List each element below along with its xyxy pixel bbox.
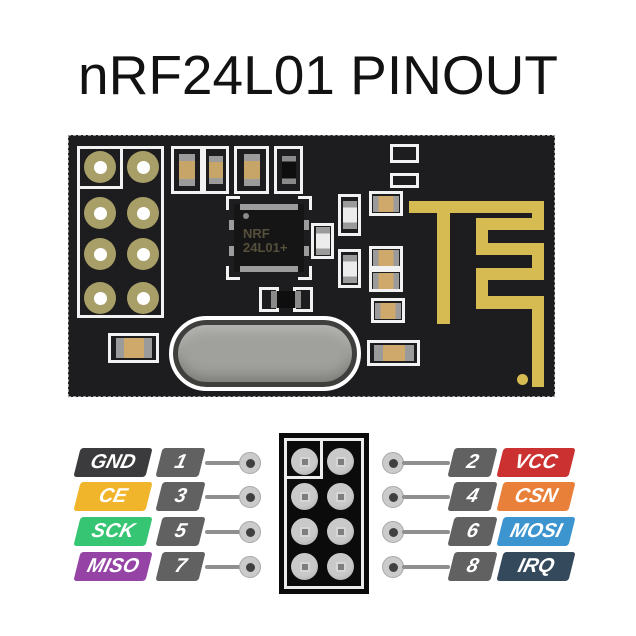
- solder-node: [239, 486, 261, 508]
- wire: [402, 495, 450, 499]
- pin-header: [279, 433, 369, 594]
- solder-node: [239, 556, 261, 578]
- silkscreen-bracket: [226, 266, 240, 280]
- pin-label-vcc: VCC: [496, 448, 576, 477]
- chip-pads: [229, 220, 234, 230]
- wire: [205, 461, 241, 465]
- pin-label-mosi: MOSI: [496, 517, 576, 546]
- chip-label-line2: 24L01+: [243, 240, 288, 255]
- solder-node: [382, 521, 404, 543]
- chip-pads: [229, 246, 234, 256]
- pinout-row-3: CE 3: [0, 482, 636, 512]
- through-hole-pad: [127, 197, 159, 229]
- wire: [205, 565, 241, 569]
- header-pin-4: [327, 483, 354, 510]
- header-pin-1: [291, 448, 318, 475]
- antenna-trace-segment: [476, 218, 544, 230]
- pinout-row-5: SCK 5: [0, 517, 636, 547]
- solder-node: [382, 486, 404, 508]
- header-pin-7: [291, 553, 318, 580]
- antenna-trace-segment: [437, 213, 450, 324]
- through-hole-pad: [84, 151, 116, 183]
- pin-number-tile: 8: [447, 552, 498, 581]
- wire: [402, 530, 450, 534]
- pin-number-tile: 4: [447, 482, 498, 511]
- smd-capacitor: [234, 146, 269, 194]
- antenna-trace-segment: [532, 255, 544, 269]
- chip-pads: [240, 204, 298, 210]
- silkscreen-bracket: [298, 266, 312, 280]
- pin-number-tile: 6: [447, 517, 498, 546]
- chip-pads: [240, 266, 298, 272]
- wire: [402, 565, 450, 569]
- through-hole-pad: [84, 238, 116, 270]
- through-hole-pad: [127, 238, 159, 270]
- crystal-oscillator: [169, 316, 361, 391]
- smd-capacitor: [367, 340, 420, 366]
- pinout-row-8: 8 IRQ: [0, 552, 636, 582]
- pcb-board: NRF 24L01+: [68, 135, 555, 397]
- smd-capacitor: [338, 249, 361, 288]
- smd-capacitor: [108, 333, 159, 363]
- antenna-trace-segment: [409, 201, 544, 213]
- smd-capacitor: [371, 298, 405, 323]
- smd-resistor: [271, 291, 301, 308]
- through-hole-pad: [84, 197, 116, 229]
- wire: [402, 461, 450, 465]
- through-hole-pad: [84, 282, 116, 314]
- solder-node: [239, 452, 261, 474]
- antenna-trace-segment: [476, 268, 544, 280]
- antenna-trace-segment: [476, 243, 544, 255]
- pinout-row-1: GND 1: [0, 448, 636, 478]
- chip-pads: [304, 220, 309, 230]
- header-pin-6: [327, 518, 354, 545]
- antenna-trace-segment: [476, 230, 488, 244]
- pinout-row-2: 2 VCC: [0, 448, 636, 478]
- solder-node: [382, 452, 404, 474]
- smd-resistor: [274, 146, 303, 194]
- through-hole-pad: [127, 151, 159, 183]
- antenna-trace-segment: [532, 213, 544, 219]
- smd-capacitor: [171, 146, 203, 194]
- pinout-row-7: MISO 7: [0, 552, 636, 582]
- solder-node: [239, 521, 261, 543]
- pin1-marker-box: [284, 438, 323, 479]
- header-pin-3: [291, 483, 318, 510]
- silkscreen-bracket: [226, 196, 240, 210]
- smd-capacitor: [369, 246, 403, 269]
- header-pin-8: [327, 553, 354, 580]
- smd-footprint: [390, 144, 419, 163]
- through-hole-pad: [127, 282, 159, 314]
- pin-label-csn: CSN: [496, 482, 576, 511]
- pin1-silkscreen-box: [77, 146, 123, 189]
- page-title: nRF24L01 PINOUT: [78, 44, 558, 106]
- smd-capacitor: [311, 223, 334, 259]
- smd-capacitor: [203, 146, 229, 194]
- solder-node: [382, 556, 404, 578]
- pinout-row-4: 4 CSN: [0, 482, 636, 512]
- pin-label-irq: IRQ: [496, 552, 576, 581]
- smd-capacitor: [338, 194, 361, 236]
- header-pin-5: [291, 518, 318, 545]
- nrf24l01-chip: NRF 24L01+: [226, 196, 312, 280]
- pinout-row-6: 6 MOSI: [0, 517, 636, 547]
- pin-header-outline: [284, 438, 364, 589]
- smd-capacitor: [369, 191, 403, 216]
- antenna-trace-segment: [476, 280, 488, 297]
- chip-label-line1: NRF: [243, 226, 270, 241]
- antenna-trace-segment: [532, 309, 544, 387]
- smd-footprint: [390, 173, 419, 188]
- silkscreen-bracket: [298, 196, 312, 210]
- smd-capacitor: [369, 269, 403, 292]
- header-pin-2: [327, 448, 354, 475]
- chip-pads: [304, 246, 309, 256]
- pin1-dot: [243, 213, 249, 219]
- antenna-via-dot: [517, 374, 528, 385]
- wire: [205, 495, 241, 499]
- pin-number-tile: 2: [447, 448, 498, 477]
- wire: [205, 530, 241, 534]
- antenna-trace-segment: [476, 296, 544, 309]
